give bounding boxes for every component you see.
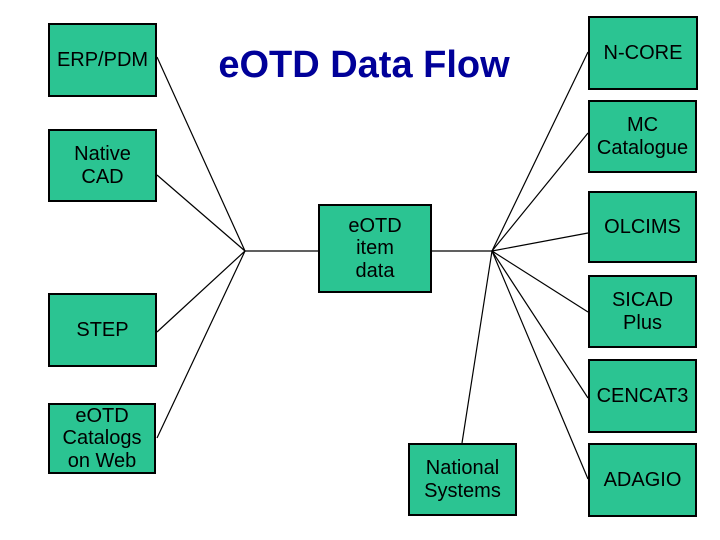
node-native-cad[interactable]: Native CAD — [48, 129, 157, 202]
node-eotd-item-data[interactable]: eOTD item data — [318, 204, 432, 293]
node-cencat3-label: CENCAT3 — [596, 384, 689, 407]
node-olcims[interactable]: OLCIMS — [588, 191, 697, 263]
node-national-systems-label: National Systems — [424, 456, 501, 502]
edge-hub-right-to-mc-catalogue — [491, 132, 589, 252]
node-sicad-plus[interactable]: SICAD Plus — [588, 275, 697, 348]
node-adagio-label: ADAGIO — [603, 468, 682, 491]
node-eotd-item-data-label: eOTD item data — [348, 214, 402, 282]
node-step-label: STEP — [76, 318, 129, 341]
edge-hub-right-to-national-systems — [461, 250, 493, 444]
edge-hub-right-to-sicad-plus — [491, 250, 589, 313]
node-native-cad-label: Native CAD — [74, 142, 131, 188]
node-eotd-catalogs-web[interactable]: eOTD Catalogs on Web — [48, 403, 156, 474]
edge-hub-right-to-cencat3 — [491, 250, 589, 399]
node-n-core-label: N-CORE — [603, 41, 683, 64]
node-n-core[interactable]: N-CORE — [588, 16, 698, 90]
node-step[interactable]: STEP — [48, 293, 157, 367]
edge-hub-right-to-n-core — [491, 51, 589, 252]
node-cencat3[interactable]: CENCAT3 — [588, 359, 697, 433]
edge-hub-right-to-olcims — [491, 232, 589, 252]
node-eotd-catalogs-web-label: eOTD Catalogs on Web — [62, 404, 142, 472]
page-title: eOTD Data Flow — [218, 44, 510, 86]
edge-erp-pdm-to-hub-left — [156, 56, 246, 252]
edge-step-to-hub-left — [156, 250, 246, 333]
node-adagio[interactable]: ADAGIO — [588, 443, 697, 517]
node-erp-pdm-label: ERP/PDM — [56, 48, 149, 71]
edge-eotd-catalogs-web-to-hub-left — [156, 250, 246, 439]
node-mc-catalogue-label: MC Catalogue — [596, 113, 689, 159]
node-national-systems[interactable]: National Systems — [408, 443, 517, 516]
node-olcims-label: OLCIMS — [604, 215, 681, 238]
edge-hub-right-to-adagio — [491, 250, 589, 480]
node-sicad-plus-label: SICAD Plus — [611, 288, 674, 334]
node-erp-pdm[interactable]: ERP/PDM — [48, 23, 157, 97]
edge-native-cad-to-hub-left — [156, 174, 246, 252]
node-mc-catalogue[interactable]: MC Catalogue — [588, 100, 697, 173]
